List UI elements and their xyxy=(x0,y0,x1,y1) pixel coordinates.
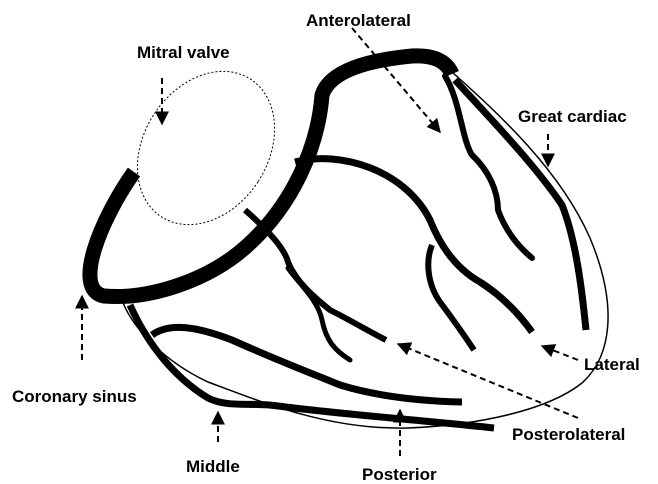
label-coronary-sinus: Coronary sinus xyxy=(12,388,137,405)
arrow-posterolateral xyxy=(398,344,578,418)
middle-cardiac-vein xyxy=(130,305,494,428)
lateral-vein xyxy=(295,159,532,332)
label-mitral-valve: Mitral valve xyxy=(137,44,230,61)
label-lateral: Lateral xyxy=(584,356,640,373)
label-posterolateral: Posterolateral xyxy=(512,426,625,443)
anterolateral-vein xyxy=(445,76,532,258)
label-posterior: Posterior xyxy=(362,466,437,483)
label-middle: Middle xyxy=(186,458,240,475)
label-anterolateral: Anterolateral xyxy=(306,12,411,29)
label-great-cardiac: Great cardiac xyxy=(518,108,627,125)
coronary-sinus-vessel xyxy=(90,56,452,297)
posterolateral-vein xyxy=(245,210,386,340)
arrow-anterolateral xyxy=(352,28,440,132)
arrow-lateral xyxy=(542,346,578,360)
